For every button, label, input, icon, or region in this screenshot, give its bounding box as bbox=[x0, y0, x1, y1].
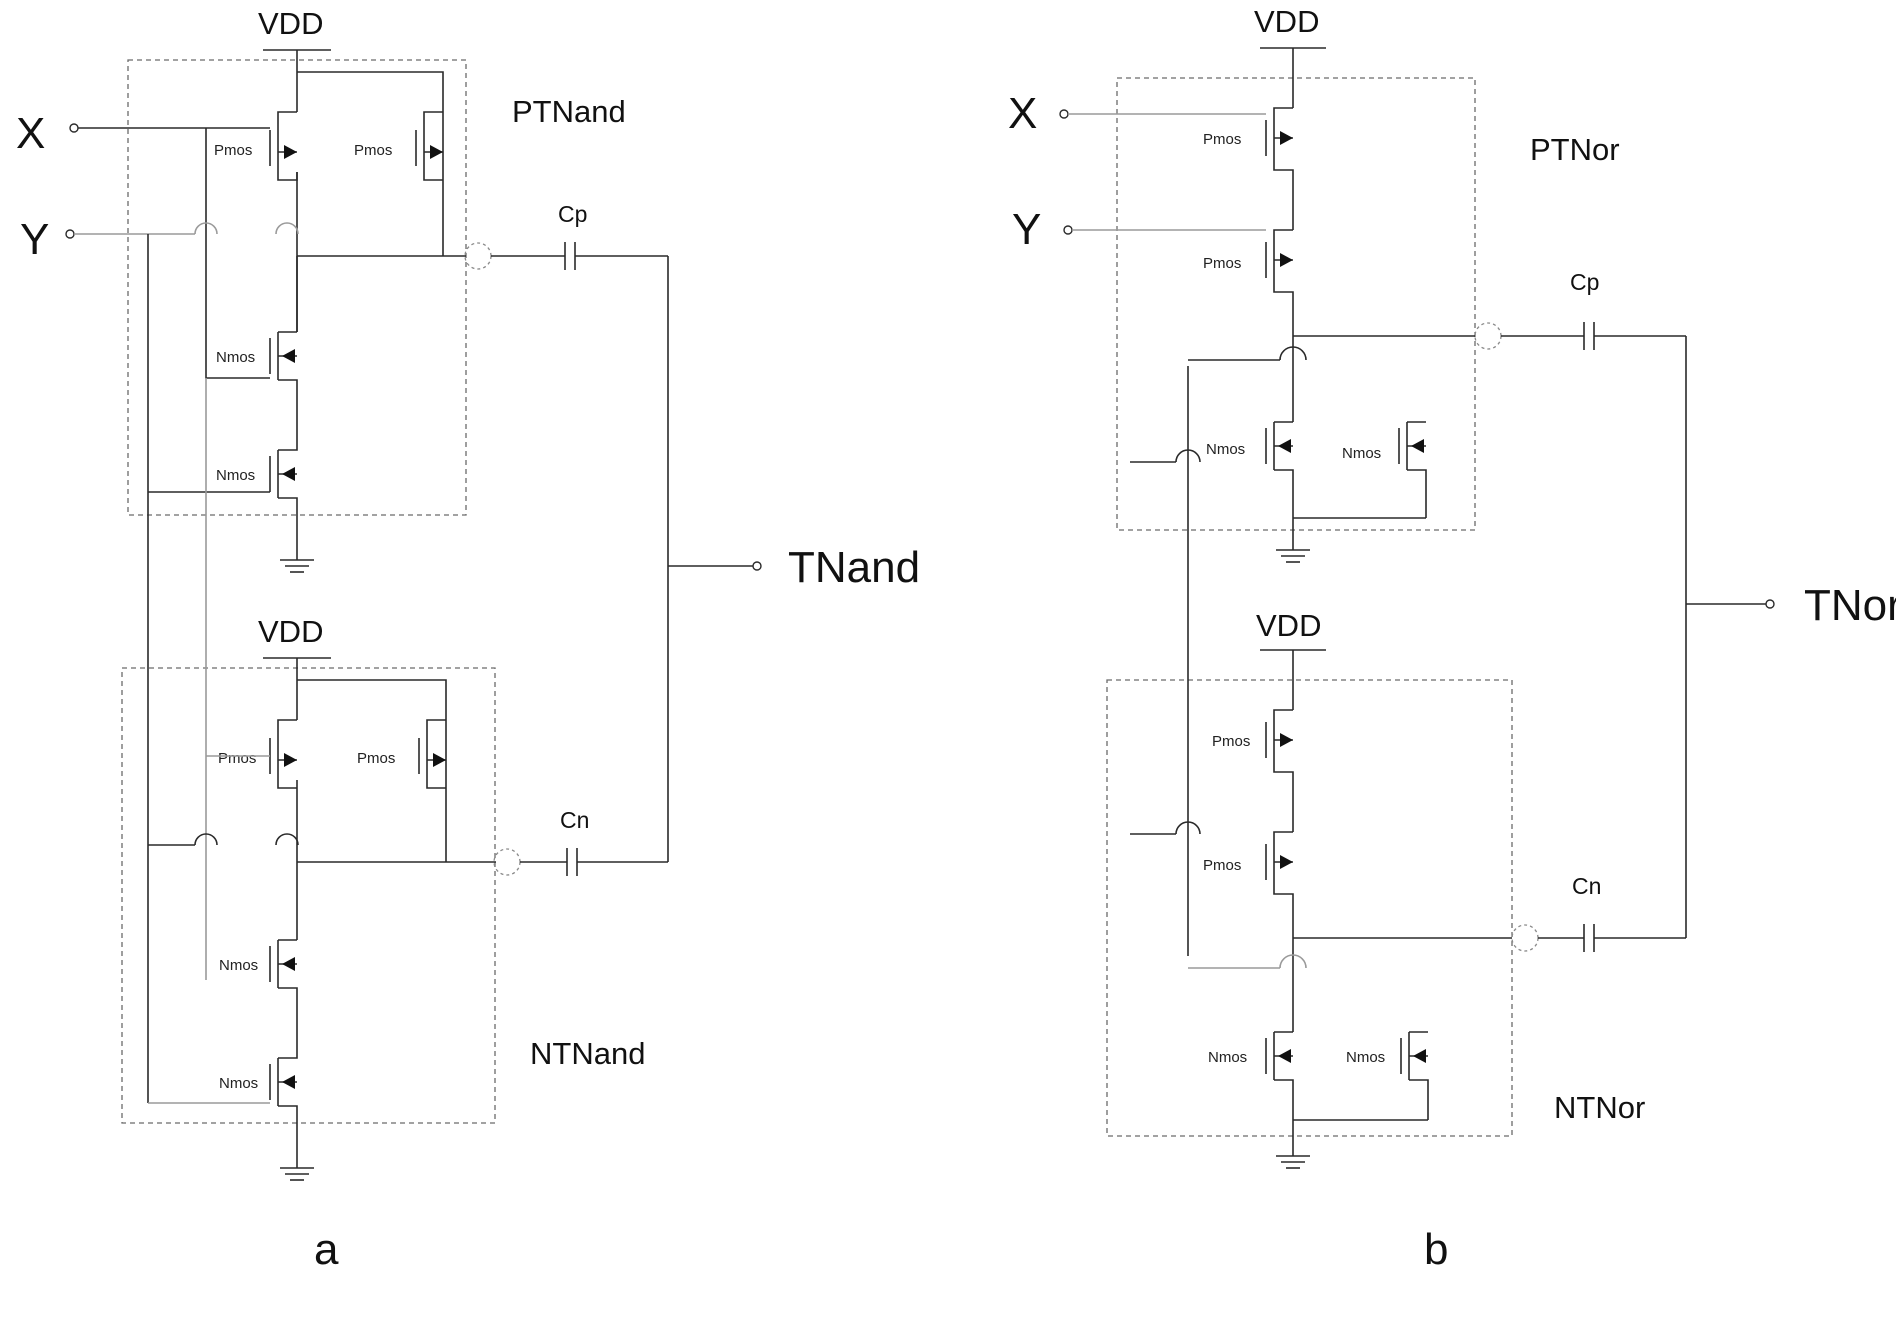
caption-b: b bbox=[1424, 1225, 1448, 1274]
pmos-transistor: Pmos bbox=[354, 111, 443, 181]
pmos-transistor: Pmos bbox=[1203, 229, 1294, 336]
ntnand-block bbox=[121, 667, 496, 1124]
vdd-symbol bbox=[263, 49, 331, 70]
diagram-b: Pmos Pmos Nmos N bbox=[1008, 4, 1896, 1274]
cp-label: Cp bbox=[558, 201, 587, 227]
nmos-label: Nmos bbox=[1346, 1049, 1385, 1066]
input-x-terminal[interactable] bbox=[69, 123, 79, 133]
pmos-transistor: Pmos bbox=[214, 111, 298, 181]
ntnor-label: NTNor bbox=[1554, 1090, 1645, 1125]
vdd-label: VDD bbox=[1254, 4, 1319, 39]
ntnand-label: NTNand bbox=[530, 1036, 645, 1071]
output-tnor-label: TNor bbox=[1804, 581, 1896, 630]
pmos-transistor: Pmos bbox=[357, 719, 446, 789]
nmos-transistor: Nmos bbox=[1208, 1031, 1294, 1120]
pmos-label: Pmos bbox=[1212, 733, 1250, 750]
pmos-transistor: Pmos bbox=[1203, 831, 1294, 938]
capacitor-cp bbox=[1501, 322, 1686, 350]
input-y-terminal[interactable] bbox=[1063, 225, 1073, 235]
nmos-transistor: Nmos bbox=[216, 256, 298, 440]
nmos-label: Nmos bbox=[219, 957, 258, 974]
nmos-label: Nmos bbox=[216, 467, 255, 484]
input-x-label: X bbox=[16, 109, 45, 158]
input-y-label: Y bbox=[1012, 205, 1041, 254]
input-y-terminal[interactable] bbox=[65, 229, 75, 239]
nmos-label: Nmos bbox=[1208, 1049, 1247, 1066]
vdd-label: VDD bbox=[258, 6, 323, 41]
output-tnand-label: TNand bbox=[788, 543, 920, 592]
pmos-label: Pmos bbox=[214, 142, 252, 159]
nmos-label: Nmos bbox=[219, 1075, 258, 1092]
vdd-symbol bbox=[263, 657, 331, 678]
nmos-label: Nmos bbox=[1206, 441, 1245, 458]
ground-symbol bbox=[1276, 530, 1310, 563]
nmos-transistor: Nmos bbox=[1342, 421, 1427, 518]
ground-symbol bbox=[1276, 1136, 1310, 1169]
output-tnand-terminal[interactable] bbox=[752, 561, 762, 571]
nmos-transistor: Nmos bbox=[219, 1048, 298, 1108]
ptnor-label: PTNor bbox=[1530, 132, 1620, 167]
nmos-transistor: Nmos bbox=[216, 440, 298, 500]
pmos-label: Pmos bbox=[1203, 255, 1241, 272]
pmos-transistor: Pmos bbox=[218, 719, 297, 789]
input-x-terminal[interactable] bbox=[1059, 109, 1069, 119]
cp-label: Cp bbox=[1570, 269, 1599, 295]
pmos-label: Pmos bbox=[218, 750, 256, 767]
output-tnor-terminal[interactable] bbox=[1765, 599, 1775, 609]
nmos-transistor: Nmos bbox=[219, 939, 298, 1048]
pmos-label: Pmos bbox=[354, 142, 392, 159]
nmos-transistor: Nmos bbox=[1206, 421, 1294, 518]
ground-symbol bbox=[280, 500, 314, 573]
cn-label: Cn bbox=[1572, 873, 1601, 899]
input-x-label: X bbox=[1008, 89, 1037, 138]
input-y-label: Y bbox=[20, 215, 49, 264]
nmos-transistor: Nmos bbox=[1346, 1031, 1429, 1120]
nmos-label: Nmos bbox=[216, 349, 255, 366]
ptnand-label: PTNand bbox=[512, 94, 626, 129]
pmos-transistor: Pmos bbox=[1212, 709, 1294, 832]
nmos-label: Nmos bbox=[1342, 445, 1381, 462]
pmos-label: Pmos bbox=[1203, 131, 1241, 148]
vdd-label: VDD bbox=[258, 614, 323, 649]
ground-symbol bbox=[280, 1108, 314, 1181]
cn-label: Cn bbox=[560, 807, 589, 833]
capacitor-cn bbox=[1538, 924, 1686, 952]
ptnand-parallel-loop bbox=[297, 71, 444, 256]
ntnor-block bbox=[1106, 679, 1513, 1137]
vdd-label: VDD bbox=[1256, 608, 1321, 643]
pmos-transistor: Pmos bbox=[1203, 107, 1294, 230]
vdd-symbol bbox=[1260, 649, 1326, 710]
ptnand-output-node bbox=[296, 172, 466, 332]
caption-a: a bbox=[314, 1225, 339, 1274]
capacitor-cp bbox=[491, 242, 668, 270]
capacitor-cn bbox=[520, 848, 668, 876]
pmos-label: Pmos bbox=[1203, 857, 1241, 874]
pmos-label: Pmos bbox=[357, 750, 395, 767]
vdd-symbol bbox=[1260, 47, 1326, 108]
diagram-a: Pmos Pmos Nmos bbox=[16, 6, 920, 1274]
